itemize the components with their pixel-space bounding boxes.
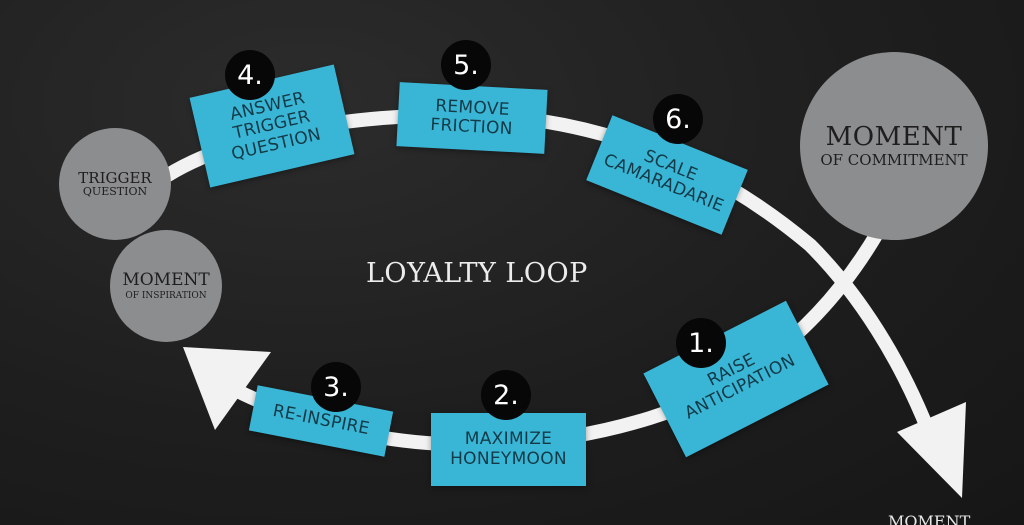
trigger-question-line2: QUESTION (82, 185, 148, 198)
step-3-line1: RE-INSPIRE (271, 401, 372, 440)
step-5-line2: FRICTION (429, 114, 514, 140)
step-5-box: REMOVE FRICTION (396, 82, 548, 154)
moment-cutoff-label: MOMENT (888, 512, 971, 525)
trigger-question-line1: TRIGGER (78, 169, 152, 187)
moment-of-commitment-circle: MOMENT OF COMMITMENT (800, 52, 988, 240)
diagram-title: LOYALTY LOOP (366, 258, 588, 289)
moment-of-commitment-main: MOMENT (825, 122, 963, 152)
moment-of-inspiration-main: MOMENT (122, 269, 210, 290)
moment-of-inspiration-sub: OF INSPIRATION (125, 290, 207, 301)
left-arrowhead (183, 347, 271, 430)
right-arrowhead (897, 402, 966, 498)
step-2-line2: HONEYMOON (450, 448, 567, 469)
step-2-box: MAXIMIZE HONEYMOON (431, 413, 586, 486)
step-2-number: 2. (481, 370, 531, 420)
step-2-line1: MAXIMIZE (464, 429, 553, 450)
moment-of-inspiration-circle: MOMENT OF INSPIRATION (110, 230, 222, 342)
step-3-number: 3. (311, 362, 361, 412)
moment-of-commitment-sub: OF COMMITMENT (820, 151, 968, 169)
step-5-number: 5. (441, 40, 491, 90)
step-4-number: 4. (225, 50, 275, 100)
step-6-number: 6. (653, 94, 703, 144)
step-1-number: 1. (676, 318, 726, 368)
trigger-question-circle: TRIGGER QUESTION (59, 128, 171, 240)
